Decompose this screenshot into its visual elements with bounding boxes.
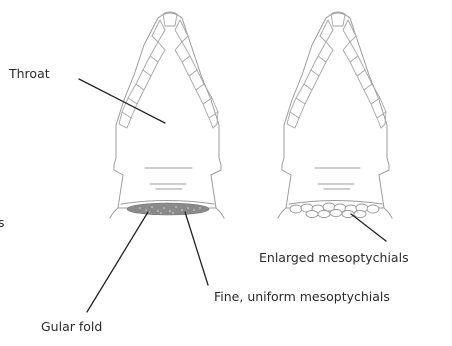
right-head-scales-left — [287, 20, 333, 128]
fine-uniform-mesoptychials-label: Fine, uniform mesoptychials — [214, 289, 390, 304]
right-head-drawing — [278, 12, 392, 218]
throat-label: Throat — [9, 66, 50, 81]
right-head-scales-right — [343, 20, 386, 128]
enlarged-mesoptychials-label: Enlarged mesoptychials — [259, 250, 409, 265]
edge-text-fragment: s — [0, 215, 5, 230]
enlarged-leader-line — [351, 214, 386, 241]
gular-fold-leader-line — [87, 212, 148, 312]
left-head-scales-right — [175, 20, 218, 128]
right-head-outline — [282, 13, 389, 208]
fine-uniform-mesoptychials-area — [127, 203, 209, 215]
left-head-outline — [114, 13, 221, 208]
throat-leader-line — [79, 79, 165, 123]
enlarged-mesoptychials-area — [290, 203, 379, 218]
left-head-drawing — [110, 12, 224, 218]
gular-fold-label: Gular fold — [41, 319, 102, 334]
fine-uniform-leader-line — [185, 212, 208, 285]
